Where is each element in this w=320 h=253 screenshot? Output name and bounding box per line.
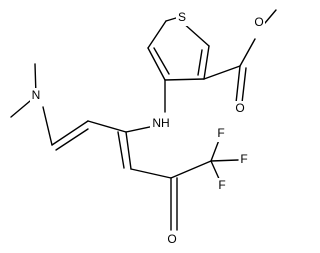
atom-label-bg: [30, 88, 42, 104]
thiophene-bond: [165, 17, 177, 22]
thiophene-bond: [164, 78, 205, 81]
fluorine-top-label: F: [217, 126, 224, 140]
carbonyl-double-bond: [241, 67, 247, 104]
atom-label-bg: [253, 15, 265, 31]
chain-double-bond: [55, 128, 89, 151]
dimethylamino-label: N: [32, 88, 41, 102]
thiophene-bond: [147, 20, 167, 49]
chain-bond: [87, 120, 127, 133]
chain-bond: [130, 168, 172, 179]
sulfur-label: S: [178, 10, 186, 24]
chain-double-bond: [117, 131, 125, 169]
methoxy-bond: [264, 9, 277, 24]
atom-label-layer: S O O NH N O F F F: [30, 10, 265, 248]
ester-oxygen-bond: [239, 38, 256, 67]
atom-label-bg: [166, 232, 178, 248]
carbonyl-bond: [235, 65, 241, 104]
atom-label-bg: [176, 10, 188, 26]
atom-label-bg: [150, 116, 172, 132]
atom-label-bg: [217, 178, 227, 194]
ketone-oxygen-label: O: [167, 232, 176, 246]
carbonyl-oxygen-label: O: [235, 101, 244, 115]
fluorine-bond: [210, 160, 221, 182]
cf3-bond: [170, 160, 212, 179]
atom-label-bg: [234, 101, 246, 117]
thiophene-double-bond-inner: [197, 49, 203, 76]
fluorine-right-label: F: [218, 178, 225, 192]
thiophene-double-bond-inner: [153, 47, 170, 75]
chain-bond: [125, 131, 132, 170]
bond-layer: [10, 9, 277, 231]
fluorine-bond: [210, 139, 220, 162]
structure-canvas: S O O NH N O F F F: [10, 9, 277, 248]
thiophene-bond: [203, 45, 210, 80]
fluorine-mid-label: F: [240, 152, 247, 166]
ester-oxygen-label: O: [254, 15, 263, 29]
fluorine-bond: [210, 159, 239, 162]
chemical-structure-diagram: S O O NH N O F F F: [10, 9, 277, 248]
atom-label-bg: [216, 126, 226, 142]
chain-bond: [42, 106, 53, 146]
thiophene-bond: [147, 47, 166, 81]
ester-bond: [203, 65, 241, 80]
amine-label: NH: [152, 116, 169, 130]
chain-bond: [51, 120, 89, 146]
atom-label-bg: [239, 152, 249, 168]
